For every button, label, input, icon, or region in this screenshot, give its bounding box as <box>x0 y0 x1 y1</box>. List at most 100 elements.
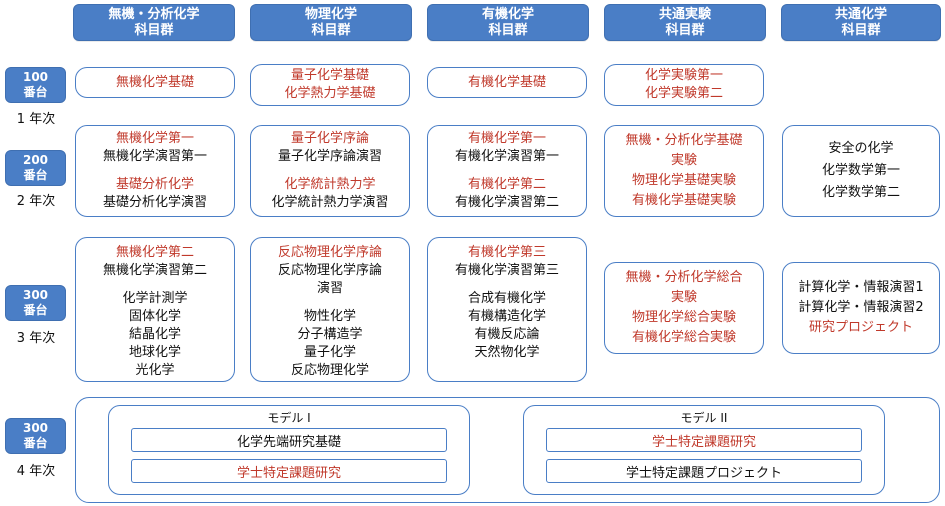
course-name: 無機化学演習第一 <box>102 149 207 164</box>
header-organic: 有機化学 科目群 <box>427 4 589 41</box>
level-code: 300 <box>22 288 49 302</box>
course-name: 実験 <box>670 153 697 168</box>
header-common: 共通化学 科目群 <box>781 4 941 41</box>
course-box-200-common: 安全の化学 化学数学第一 化学数学第二 <box>782 125 940 217</box>
course-name: 有機化学第三 <box>467 245 546 260</box>
course-name: 地球化学 <box>128 345 181 360</box>
course-name: 量子化学 <box>303 345 356 360</box>
header-organic-line1: 有機化学 <box>481 6 534 22</box>
course-name: 反応物理化学 <box>290 363 369 378</box>
course-name: 分子構造学 <box>297 327 363 342</box>
course-name: 化学統計熱力学演習 <box>271 195 389 210</box>
course-name: 化学実験第二 <box>644 86 723 101</box>
course-name: 反応物理化学序論 <box>277 245 382 260</box>
course-name: 無機・分析化学総合 <box>625 270 743 285</box>
course-name: 基礎分析化学演習 <box>102 195 207 210</box>
course-name: 結晶化学 <box>128 327 181 342</box>
header-inorganic-line2: 科目群 <box>134 22 174 38</box>
model-1-course-1: 化学先端研究基礎 <box>131 428 447 452</box>
course-box-300-common: 計算化学・情報演習1 計算化学・情報演習2 研究プロジェクト <box>782 262 940 354</box>
course-name: 有機化学演習第一 <box>454 149 559 164</box>
header-common-line2: 科目群 <box>841 22 881 38</box>
header-inorganic-line1: 無機・分析化学 <box>108 6 200 22</box>
level-label: 番台 <box>23 303 48 317</box>
header-physical-line1: 物理化学 <box>304 6 357 22</box>
header-experiment-line2: 科目群 <box>665 22 705 38</box>
level-code: 200 <box>22 153 49 167</box>
course-name: 合成有機化学 <box>467 291 546 306</box>
course-name: 化学先端研究基礎 <box>236 434 341 450</box>
course-box-300-experiment: 無機・分析化学総合 実験 物理化学総合実験 有機化学総合実験 <box>604 262 764 354</box>
model-2-course-1: 学士特定課題研究 <box>546 428 862 452</box>
course-name: 無機化学演習第二 <box>102 263 207 278</box>
course-name: 無機化学第二 <box>115 245 194 260</box>
course-name: 安全の化学 <box>828 141 894 156</box>
course-name: 量子化学序論 <box>290 131 369 146</box>
course-name: 計算化学・情報演習1 <box>798 280 924 295</box>
course-name: 有機化学演習第二 <box>454 195 559 210</box>
course-box-200-inorganic: 無機化学第一 無機化学演習第一 基礎分析化学 基礎分析化学演習 <box>75 125 235 217</box>
header-experiment: 共通実験 科目群 <box>604 4 766 41</box>
level-label: 番台 <box>23 436 48 450</box>
course-name: 基礎分析化学 <box>115 177 194 192</box>
course-name: 物性化学 <box>303 309 356 324</box>
course-name: 量子化学基礎 <box>290 68 369 83</box>
course-box-200-organic: 有機化学第一 有機化学演習第一 有機化学第二 有機化学演習第二 <box>427 125 587 217</box>
level-400-year: 4 年次 <box>16 464 56 479</box>
course-box-100-physical: 量子化学基礎 化学熱力学基礎 <box>250 64 410 106</box>
course-name: 化学実験第一 <box>644 68 723 83</box>
header-physical: 物理化学 科目群 <box>250 4 412 41</box>
course-name: 研究プロジェクト <box>808 320 913 335</box>
course-name: 有機化学総合実験 <box>631 330 736 345</box>
course-name: 固体化学 <box>128 309 181 324</box>
course-name: 無機化学基礎 <box>115 74 194 90</box>
course-name: 化学統計熱力学 <box>284 177 376 192</box>
course-name: 化学計測学 <box>122 291 188 306</box>
level-label: 番台 <box>23 168 48 182</box>
course-name: 計算化学・情報演習2 <box>798 300 924 315</box>
course-name: 光化学 <box>135 363 175 378</box>
course-name: 有機化学第二 <box>467 177 546 192</box>
header-common-line1: 共通化学 <box>834 6 887 22</box>
course-name: 学士特定課題研究 <box>236 465 341 481</box>
course-name: 化学数学第二 <box>821 185 900 200</box>
level-200-year: 2 年次 <box>16 194 56 209</box>
course-name: 無機・分析化学基礎 <box>625 133 743 148</box>
course-name: 天然物化学 <box>474 345 540 360</box>
course-name: 有機構造化学 <box>467 309 546 324</box>
level-code: 300 <box>22 421 49 435</box>
course-name: 有機化学基礎 <box>467 74 546 90</box>
course-name: 有機化学基礎実験 <box>631 193 736 208</box>
course-box-300-organic: 有機化学第三 有機化学演習第三 合成有機化学 有機構造化学 有機反応論 天然物化… <box>427 237 587 382</box>
level-400-badge: 300 番台 <box>5 418 66 454</box>
course-name: 物理化学基礎実験 <box>631 173 736 188</box>
model-2-title: モデル II <box>680 411 728 425</box>
course-box-200-physical: 量子化学序論 量子化学序論演習 化学統計熱力学 化学統計熱力学演習 <box>250 125 410 217</box>
level-code: 100 <box>22 70 49 84</box>
header-organic-line2: 科目群 <box>488 22 528 38</box>
header-experiment-line1: 共通実験 <box>658 6 711 22</box>
course-name: 有機反応論 <box>474 327 540 342</box>
course-name: 化学熱力学基礎 <box>284 86 376 101</box>
level-100-year: 1 年次 <box>16 112 56 127</box>
course-box-300-physical: 反応物理化学序論 反応物理化学序論 演習 物性化学 分子構造学 量子化学 反応物… <box>250 237 410 382</box>
model-1-title: モデル I <box>267 411 311 425</box>
course-box-300-inorganic: 無機化学第二 無機化学演習第二 化学計測学 固体化学 結晶化学 地球化学 光化学 <box>75 237 235 382</box>
model-2-course-2: 学士特定課題プロジェクト <box>546 459 862 483</box>
level-100-badge: 100 番台 <box>5 67 66 103</box>
course-name: 実験 <box>670 290 697 305</box>
header-physical-line2: 科目群 <box>311 22 351 38</box>
level-200-badge: 200 番台 <box>5 150 66 186</box>
course-name: 有機化学演習第三 <box>454 263 559 278</box>
course-box-100-experiment: 化学実験第一 化学実験第二 <box>604 64 764 106</box>
course-name: 学士特定課題研究 <box>651 434 756 450</box>
course-name: 量子化学序論演習 <box>277 149 382 164</box>
course-name: 反応物理化学序論 <box>277 263 382 278</box>
level-300-year: 3 年次 <box>16 331 56 346</box>
level-300-badge: 300 番台 <box>5 285 66 321</box>
level-label: 番台 <box>23 85 48 99</box>
course-name: 演習 <box>316 281 343 296</box>
course-name: 化学数学第一 <box>821 163 900 178</box>
model-1-course-2: 学士特定課題研究 <box>131 459 447 483</box>
course-box-100-organic: 有機化学基礎 <box>427 67 587 98</box>
